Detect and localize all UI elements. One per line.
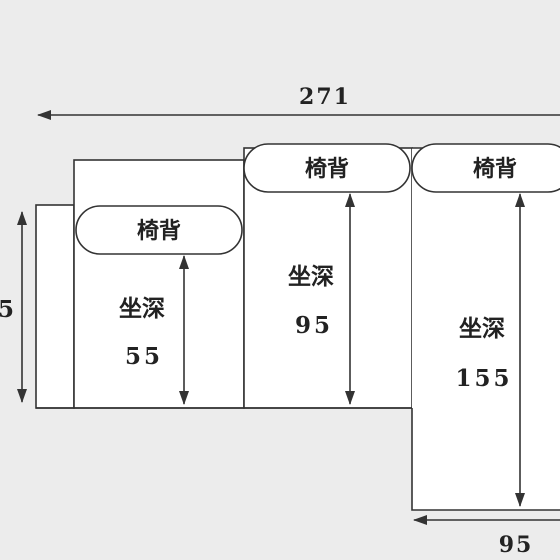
total-width-label-bg <box>288 82 360 112</box>
backrest-cushion-middle <box>243 143 411 193</box>
section-middle-label-bg <box>272 256 348 346</box>
section-left-depth-value: 55 <box>125 343 163 370</box>
chaise-width-dimension: 95 <box>413 515 560 558</box>
chaise-width-label: 95 <box>499 532 534 558</box>
section-left-depth: 坐深 55 <box>104 255 189 405</box>
section-left-label-bg <box>104 290 180 376</box>
section-middle-depth: 坐深 95 <box>272 193 355 405</box>
total-width-label: 271 <box>299 84 351 110</box>
section-chaise-seat-label: 坐深 <box>459 316 505 342</box>
backrest-label-right: 椅背 <box>473 157 517 182</box>
section-middle-depth-value: 95 <box>295 312 333 339</box>
backrest-cushion-right <box>411 143 560 193</box>
backrest-label-left: 椅背 <box>137 219 181 244</box>
left-depth-dimension: 5 <box>0 211 28 403</box>
backrest-cushion-left <box>75 205 243 255</box>
section-middle-seat-label: 坐深 <box>288 264 334 290</box>
section-chaise-depth-value: 155 <box>455 365 512 392</box>
section-chaise-depth: 坐深 155 <box>446 193 525 507</box>
backrest-cushions: 椅背 椅背 椅背 <box>75 143 560 255</box>
armrest-left <box>35 204 75 409</box>
section-chaise-label-bg <box>446 308 518 398</box>
backrest-label-middle: 椅背 <box>305 157 349 182</box>
left-depth-label: 5 <box>0 296 17 323</box>
section-left-seat-label: 坐深 <box>119 296 165 322</box>
total-width-dimension: 271 <box>37 82 560 120</box>
